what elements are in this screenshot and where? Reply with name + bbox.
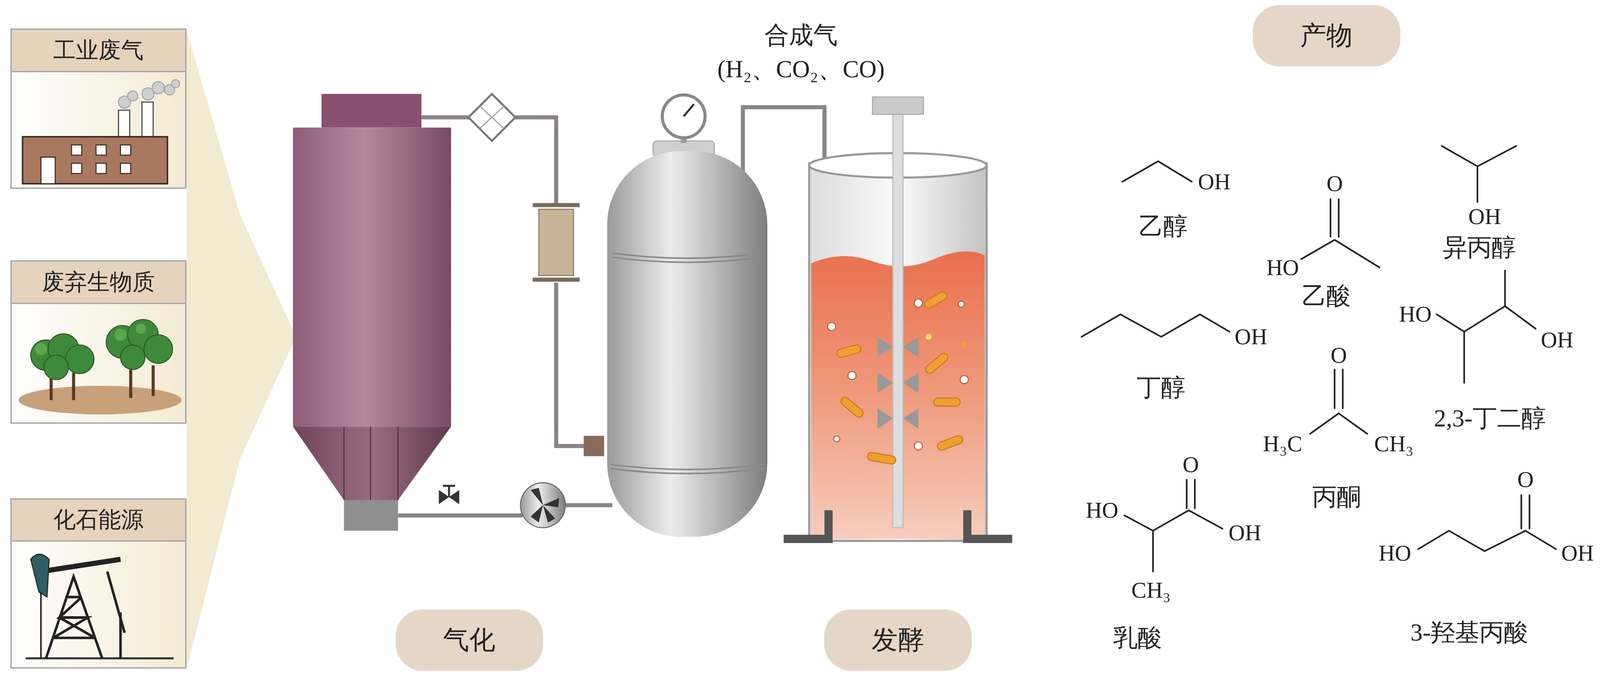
stage-label: 产物: [1300, 18, 1353, 54]
chem-label: OH: [1466, 204, 1503, 229]
chem-label: O: [1328, 342, 1349, 368]
chem-label: HO: [1376, 540, 1414, 566]
chem-label: CH₃: [1372, 431, 1416, 457]
stage-pill: 气化: [395, 609, 544, 671]
chem-label: HO: [1264, 255, 1301, 280]
chem-label: 2,3-丁二醇: [1432, 405, 1548, 432]
chem-label: 乙醇: [1137, 213, 1190, 240]
panel-label: 废弃生物质: [41, 266, 155, 298]
chem-label: OH: [1559, 540, 1596, 566]
panel-label: 化石能源: [53, 504, 144, 535]
gas-label: 合成气: [762, 22, 840, 49]
chem-label: OH: [1539, 327, 1576, 353]
chem-label: OH: [1226, 520, 1264, 546]
chem-label: 异丙醇: [1441, 234, 1518, 262]
chem-label: OH: [1232, 324, 1269, 350]
chem-label: OH: [1196, 169, 1233, 195]
chem-label: O: [1180, 452, 1201, 477]
chem-label: 3-羟基丙酸: [1408, 619, 1531, 646]
stage-label: 发酵: [871, 622, 924, 658]
stage-label: 气化: [443, 622, 496, 658]
chem-label: HO: [1083, 497, 1120, 523]
stage-pill: 发酵: [824, 609, 973, 671]
chem-label: H₃C: [1261, 431, 1305, 457]
source-panel: 工业废气: [10, 28, 187, 189]
panel-tab: 工业废气: [11, 29, 186, 72]
chem-label: HO: [1397, 301, 1434, 327]
source-panel: 化石能源: [10, 498, 187, 669]
stage-pill: 产物: [1252, 4, 1401, 67]
panel-tab: 化石能源: [11, 499, 186, 542]
chem-label: 丙酮: [1310, 483, 1363, 511]
chem-label: O: [1515, 466, 1536, 492]
chem-label: CH₃: [1129, 577, 1173, 603]
panel-tab: 废弃生物质: [11, 261, 186, 304]
panel-label: 工业废气: [53, 35, 144, 66]
chem-label: 乙酸: [1300, 282, 1353, 310]
chem-label: O: [1324, 171, 1345, 196]
chem-label: 乳酸: [1111, 624, 1164, 652]
gas-label: (H₂、CO₂、CO): [715, 55, 887, 83]
source-panel: 废弃生物质: [10, 260, 187, 424]
chem-label: 丁醇: [1134, 374, 1188, 402]
